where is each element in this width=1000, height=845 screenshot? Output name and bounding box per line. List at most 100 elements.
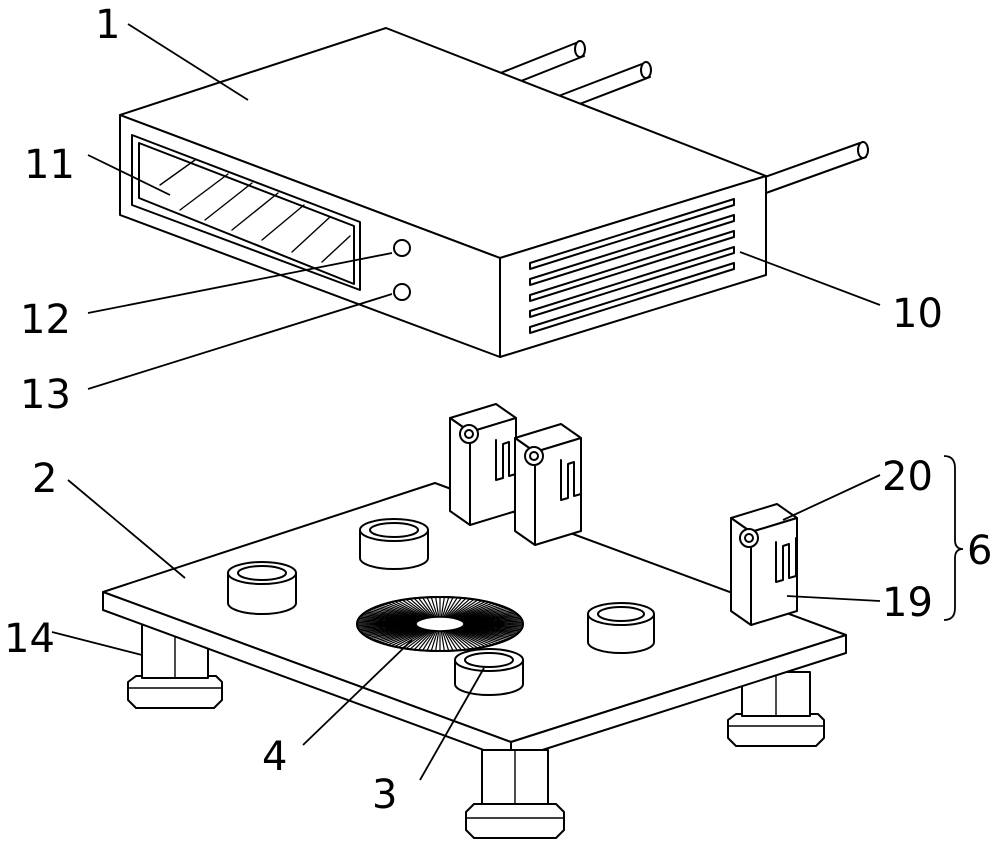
coil-winding-line bbox=[457, 605, 502, 620]
coil-winding-line bbox=[378, 605, 423, 620]
coil-winding-line bbox=[422, 630, 436, 651]
coil-winding-line bbox=[444, 597, 458, 618]
display-screen bbox=[131, 134, 361, 291]
coil-winding-line bbox=[373, 607, 421, 621]
coil-winding-line bbox=[454, 602, 492, 620]
coil-winding-line bbox=[452, 601, 485, 619]
label-4: 4 bbox=[262, 734, 287, 780]
coil-winding-line bbox=[461, 611, 514, 622]
label-13: 13 bbox=[20, 372, 71, 418]
button-12 bbox=[393, 239, 411, 257]
coil-winding-line bbox=[418, 598, 435, 618]
coil-winding-line bbox=[448, 630, 470, 650]
button-13 bbox=[393, 283, 411, 301]
coil-winding-line bbox=[459, 607, 507, 621]
coil-winding-line bbox=[453, 602, 489, 619]
vent-slots bbox=[529, 198, 735, 334]
coil-winding-line bbox=[443, 630, 454, 651]
coil-winding-line bbox=[426, 597, 437, 618]
coil-winding-line bbox=[368, 610, 420, 622]
coil-winding-line bbox=[451, 629, 482, 648]
coil-winding-line bbox=[360, 616, 417, 623]
label-14: 14 bbox=[4, 616, 55, 662]
coil-winding-line bbox=[456, 628, 499, 644]
coil-winding-line bbox=[441, 597, 450, 618]
labels: 1 11 12 13 10 2 14 4 3 20 19 6 bbox=[4, 2, 992, 818]
coil-winding-line bbox=[461, 626, 514, 637]
label-2: 2 bbox=[32, 456, 57, 502]
coil-winding-line bbox=[371, 609, 421, 621]
coil-winding-line bbox=[444, 630, 458, 651]
clamp-block-2 bbox=[514, 423, 582, 546]
coil-winding-line bbox=[463, 622, 522, 625]
clamp-block-1 bbox=[449, 403, 517, 526]
coil-winding-line bbox=[440, 630, 445, 651]
coil-winding-line bbox=[371, 627, 421, 639]
coil-winding-line bbox=[410, 630, 432, 650]
coil-winding-line bbox=[441, 630, 450, 651]
label-10: 10 bbox=[892, 291, 943, 337]
coil-winding-line bbox=[381, 628, 424, 644]
label-6: 6 bbox=[967, 528, 992, 574]
post-d bbox=[454, 648, 524, 696]
coil-winding-line bbox=[391, 602, 427, 619]
coil-winding-line bbox=[373, 627, 421, 641]
leg-back-left bbox=[127, 619, 223, 709]
coil-winding-line bbox=[391, 629, 427, 646]
coil-winding-line bbox=[366, 626, 419, 637]
coil-winding-line bbox=[448, 598, 470, 618]
coil-winding-line bbox=[395, 629, 428, 647]
coil-winding-line bbox=[458, 606, 504, 621]
coil-winding-line bbox=[440, 597, 445, 618]
housing-box bbox=[119, 27, 869, 358]
label-20: 20 bbox=[882, 454, 933, 500]
coil-winding-line bbox=[365, 612, 419, 622]
coil-winding-line bbox=[381, 604, 424, 620]
coil-winding-line bbox=[450, 599, 478, 619]
coil-winding-line bbox=[384, 603, 425, 620]
coil-winding-line bbox=[455, 603, 496, 620]
coil-winding-line bbox=[376, 606, 422, 621]
coil-winding-line bbox=[446, 630, 466, 650]
coil-winding-line bbox=[410, 598, 432, 618]
coil-winding-line bbox=[406, 629, 431, 649]
coil bbox=[356, 596, 524, 652]
coil-winding-line bbox=[459, 627, 507, 641]
coil-winding-line bbox=[398, 600, 429, 619]
coil-winding-line bbox=[455, 628, 496, 645]
leg-back-right bbox=[727, 671, 825, 747]
coil-winding-line bbox=[366, 611, 419, 622]
coil-winding-line bbox=[450, 629, 478, 649]
coil-winding-line bbox=[388, 628, 426, 646]
rod-3 bbox=[761, 141, 869, 194]
coil-winding-line bbox=[376, 627, 422, 642]
coil-winding-line bbox=[451, 600, 482, 619]
coil-winding-line bbox=[457, 628, 502, 643]
coil-winding-line bbox=[459, 609, 509, 621]
clamp-block-3 bbox=[730, 503, 798, 626]
coil-winding-line bbox=[368, 626, 420, 638]
coil-winding-line bbox=[422, 597, 436, 618]
coil-winding-line bbox=[453, 629, 489, 646]
coil-winding-line bbox=[459, 627, 509, 639]
coil-winding-line bbox=[430, 597, 439, 618]
coil-winding-line bbox=[406, 599, 431, 619]
coil-winding-line bbox=[395, 601, 428, 619]
coil-winding-line bbox=[426, 630, 437, 651]
label-3: 3 bbox=[372, 772, 397, 818]
coil-winding-line bbox=[454, 628, 492, 646]
coil-winding-line bbox=[398, 629, 429, 648]
label-1: 1 bbox=[95, 2, 120, 48]
post-c bbox=[587, 602, 655, 654]
coil-winding-line bbox=[445, 630, 462, 650]
coil-winding-line bbox=[449, 599, 474, 619]
coil-winding-line bbox=[435, 597, 440, 618]
post-b bbox=[359, 518, 429, 570]
coil-winding-line bbox=[435, 630, 440, 651]
coil-winding-line bbox=[456, 604, 499, 620]
coil-winding-line bbox=[443, 597, 454, 618]
coil-winding-line bbox=[430, 630, 439, 651]
label-12: 12 bbox=[20, 297, 71, 343]
label-11: 11 bbox=[24, 142, 75, 188]
